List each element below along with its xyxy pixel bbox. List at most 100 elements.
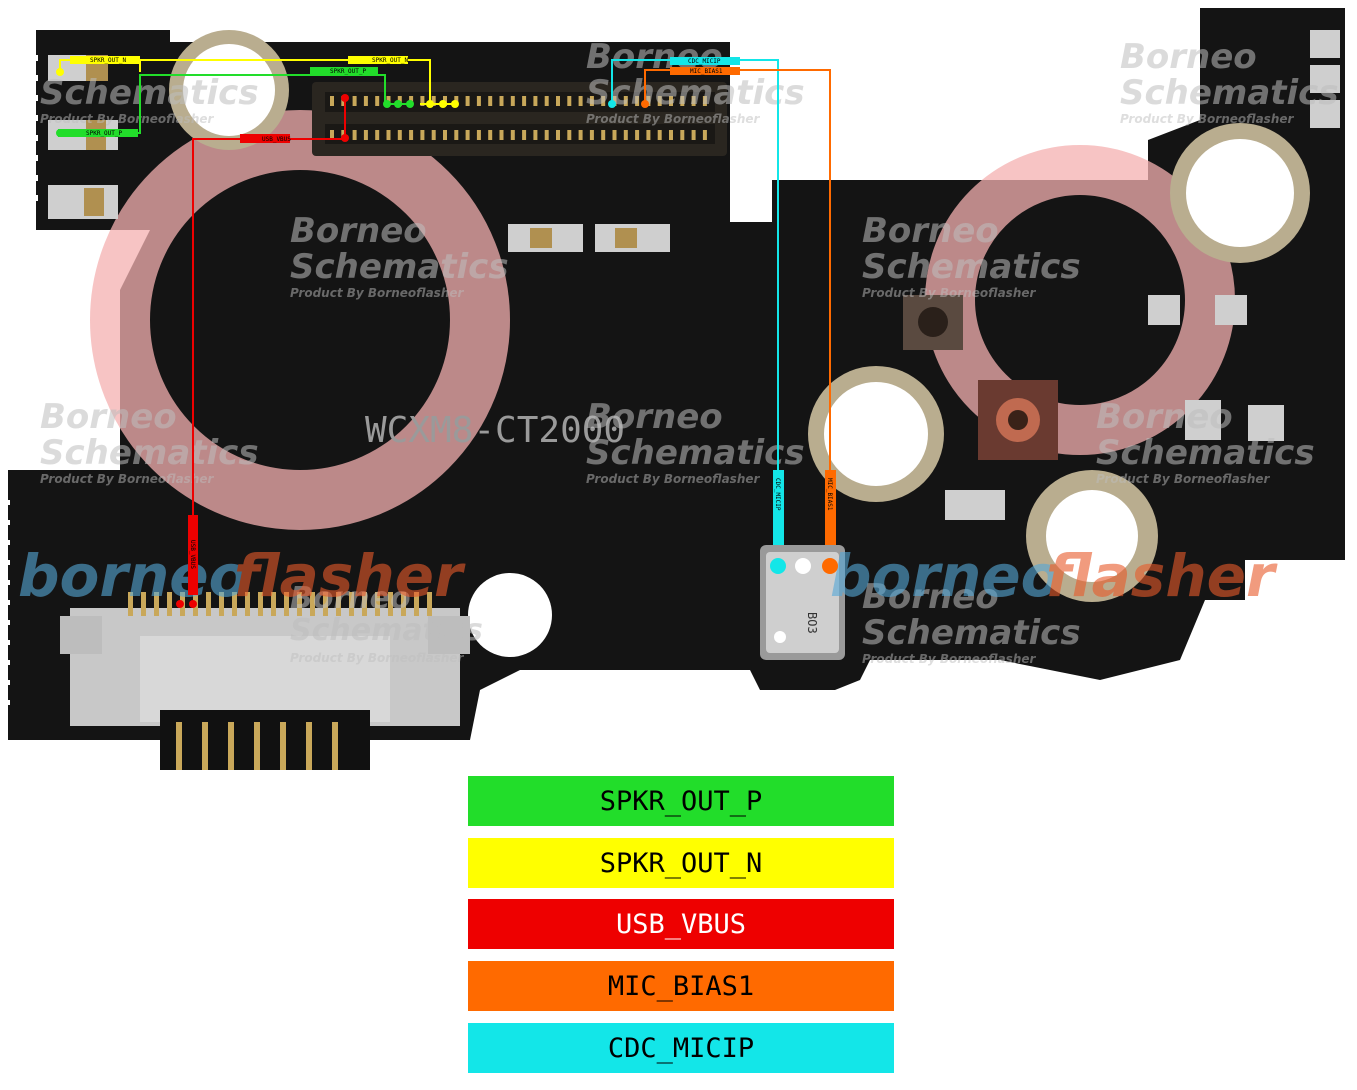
dots-spkr-out-p xyxy=(56,100,414,137)
rf-connectors xyxy=(903,295,1058,460)
connector-pin xyxy=(522,130,527,140)
connector-pin xyxy=(443,130,447,140)
connector-pin xyxy=(646,96,651,106)
net-label-spkr-out-p-2: SPKR_OUT_P xyxy=(330,68,367,75)
connector-pin xyxy=(375,130,380,140)
connector-pin xyxy=(635,130,640,140)
connector-pin xyxy=(420,96,425,106)
usb-bottom-pins xyxy=(176,722,338,770)
usb-bottom-pin xyxy=(228,722,234,770)
legend-spkr-out-p: SPKR_OUT_P xyxy=(468,776,894,826)
usb-pin xyxy=(375,592,380,616)
svg-text:Schematics: Schematics xyxy=(862,247,1081,287)
net-label-mic-bias1-1: MIC_BIAS1 xyxy=(690,68,723,75)
svg-text:Borneo: Borneo xyxy=(290,581,411,616)
connector-pin xyxy=(533,130,538,140)
svg-text:Schematics: Schematics xyxy=(1096,433,1315,473)
connector-pin xyxy=(680,96,685,106)
borneoflasher-watermark-left: borneo flasher xyxy=(18,542,466,610)
watermark-group-6: Borneo Schematics Product By Borneoflash… xyxy=(586,37,805,126)
svg-text:Schematics: Schematics xyxy=(290,613,483,648)
connector-pin xyxy=(646,130,651,140)
connector-pin xyxy=(409,130,414,140)
watermark-group-5: Borneo Schematics Product By Borneoflash… xyxy=(862,577,1081,666)
connector-pin xyxy=(363,96,368,106)
connector-pin xyxy=(510,96,515,106)
svg-text:Schematics: Schematics xyxy=(40,73,259,113)
usb-pin xyxy=(323,592,328,616)
svg-text:borneo: borneo xyxy=(830,542,1060,610)
svg-text:Schematics: Schematics xyxy=(862,613,1081,653)
connector-pin xyxy=(363,130,368,140)
connector-pin xyxy=(578,130,583,140)
borneoflasher-watermark-right: borneo flasher xyxy=(830,542,1278,610)
svg-text:Product By Borneoflasher: Product By Borneoflasher xyxy=(586,112,760,126)
usb-pin xyxy=(232,592,237,616)
connector-pin xyxy=(454,130,459,140)
connector-pin xyxy=(465,96,470,106)
svg-text:borneo: borneo xyxy=(18,542,248,610)
usb-bottom-pin xyxy=(176,722,182,770)
connector-pin xyxy=(691,96,696,106)
connector-pin xyxy=(589,96,594,106)
pcb-board-diagram: BO3 WCXM8-CT2000 Borneo Schematics Produ… xyxy=(8,8,1345,770)
legend-mic-bias1: MIC_BIAS1 xyxy=(468,961,894,1011)
legend-label-spkr-out-p: SPKR_OUT_P xyxy=(599,785,763,817)
net-label-mic-bias1-2: MIC_BIAS1 xyxy=(826,478,833,511)
connector-pin xyxy=(702,96,707,106)
mid-caps xyxy=(508,224,670,252)
usb-pin xyxy=(362,592,367,616)
usb-pins xyxy=(128,592,432,616)
connector-pin xyxy=(352,96,357,106)
legend-label-spkr-out-n: SPKR_OUT_N xyxy=(599,847,763,879)
net-tag-cdc-micip-1 xyxy=(670,57,740,65)
microphone: BO3 xyxy=(760,545,845,660)
connector-pin xyxy=(431,130,436,140)
legend-usb-vbus: USB_VBUS xyxy=(468,899,894,949)
connector-pin xyxy=(544,96,549,106)
svg-text:Product By Borneoflasher: Product By Borneoflasher xyxy=(862,652,1036,666)
mic-ground-pad xyxy=(795,558,811,574)
connector-pin xyxy=(623,96,628,106)
usb-pin xyxy=(414,592,419,616)
usb-bottom-pin xyxy=(306,722,312,770)
watermark-group-3: Borneo Schematics Product By Borneoflash… xyxy=(586,397,805,486)
usb-pin xyxy=(258,592,263,616)
svg-text:Product By Borneoflasher: Product By Borneoflasher xyxy=(290,286,464,300)
connector-pin xyxy=(702,130,707,140)
connector-pin xyxy=(330,96,334,106)
svg-text:Schematics: Schematics xyxy=(586,433,805,473)
usb-bottom-pin xyxy=(280,722,286,770)
usb-bottom-pin xyxy=(254,722,260,770)
watermark-group-2: Borneo Schematics Product By Borneoflash… xyxy=(862,211,1081,300)
connector-pin xyxy=(499,130,504,140)
svg-text:Schematics: Schematics xyxy=(586,73,805,113)
watermark-group-4: Borneo Schematics Product By Borneoflash… xyxy=(1096,397,1315,486)
usb-c-port xyxy=(60,608,470,770)
connector-pin xyxy=(510,130,515,140)
svg-text:Product By Borneoflasher: Product By Borneoflasher xyxy=(862,286,1036,300)
connector-pin xyxy=(623,130,628,140)
usb-pin xyxy=(349,592,354,616)
legend-label-cdc-micip: CDC_MICIP xyxy=(607,1032,755,1064)
usb-pin xyxy=(427,592,432,616)
connector-pin xyxy=(556,96,560,106)
usb-pin xyxy=(297,592,302,616)
connector-pin xyxy=(420,130,425,140)
connector-pin xyxy=(578,96,583,106)
net-label-usb-vbus-1: USB_VBUS xyxy=(262,136,291,143)
net-tag-spkr-out-n-2 xyxy=(348,56,408,64)
svg-text:BO3: BO3 xyxy=(805,612,819,634)
net-tag-usb-vbus-1 xyxy=(240,134,290,143)
usb-pin xyxy=(310,592,315,616)
connector-pin xyxy=(544,130,549,140)
net-tag-spkr-out-n-1 xyxy=(70,56,140,64)
svg-text:Product By Borneoflasher: Product By Borneoflasher xyxy=(290,651,464,665)
usb-pin xyxy=(128,592,133,616)
legend-label-mic-bias1: MIC_BIAS1 xyxy=(607,970,755,1002)
connector-pin xyxy=(522,96,527,106)
connector-pin xyxy=(431,96,436,106)
svg-text:Schematics: Schematics xyxy=(290,247,509,287)
connector-pin xyxy=(476,130,481,140)
svg-text:Borneo: Borneo xyxy=(862,211,999,251)
